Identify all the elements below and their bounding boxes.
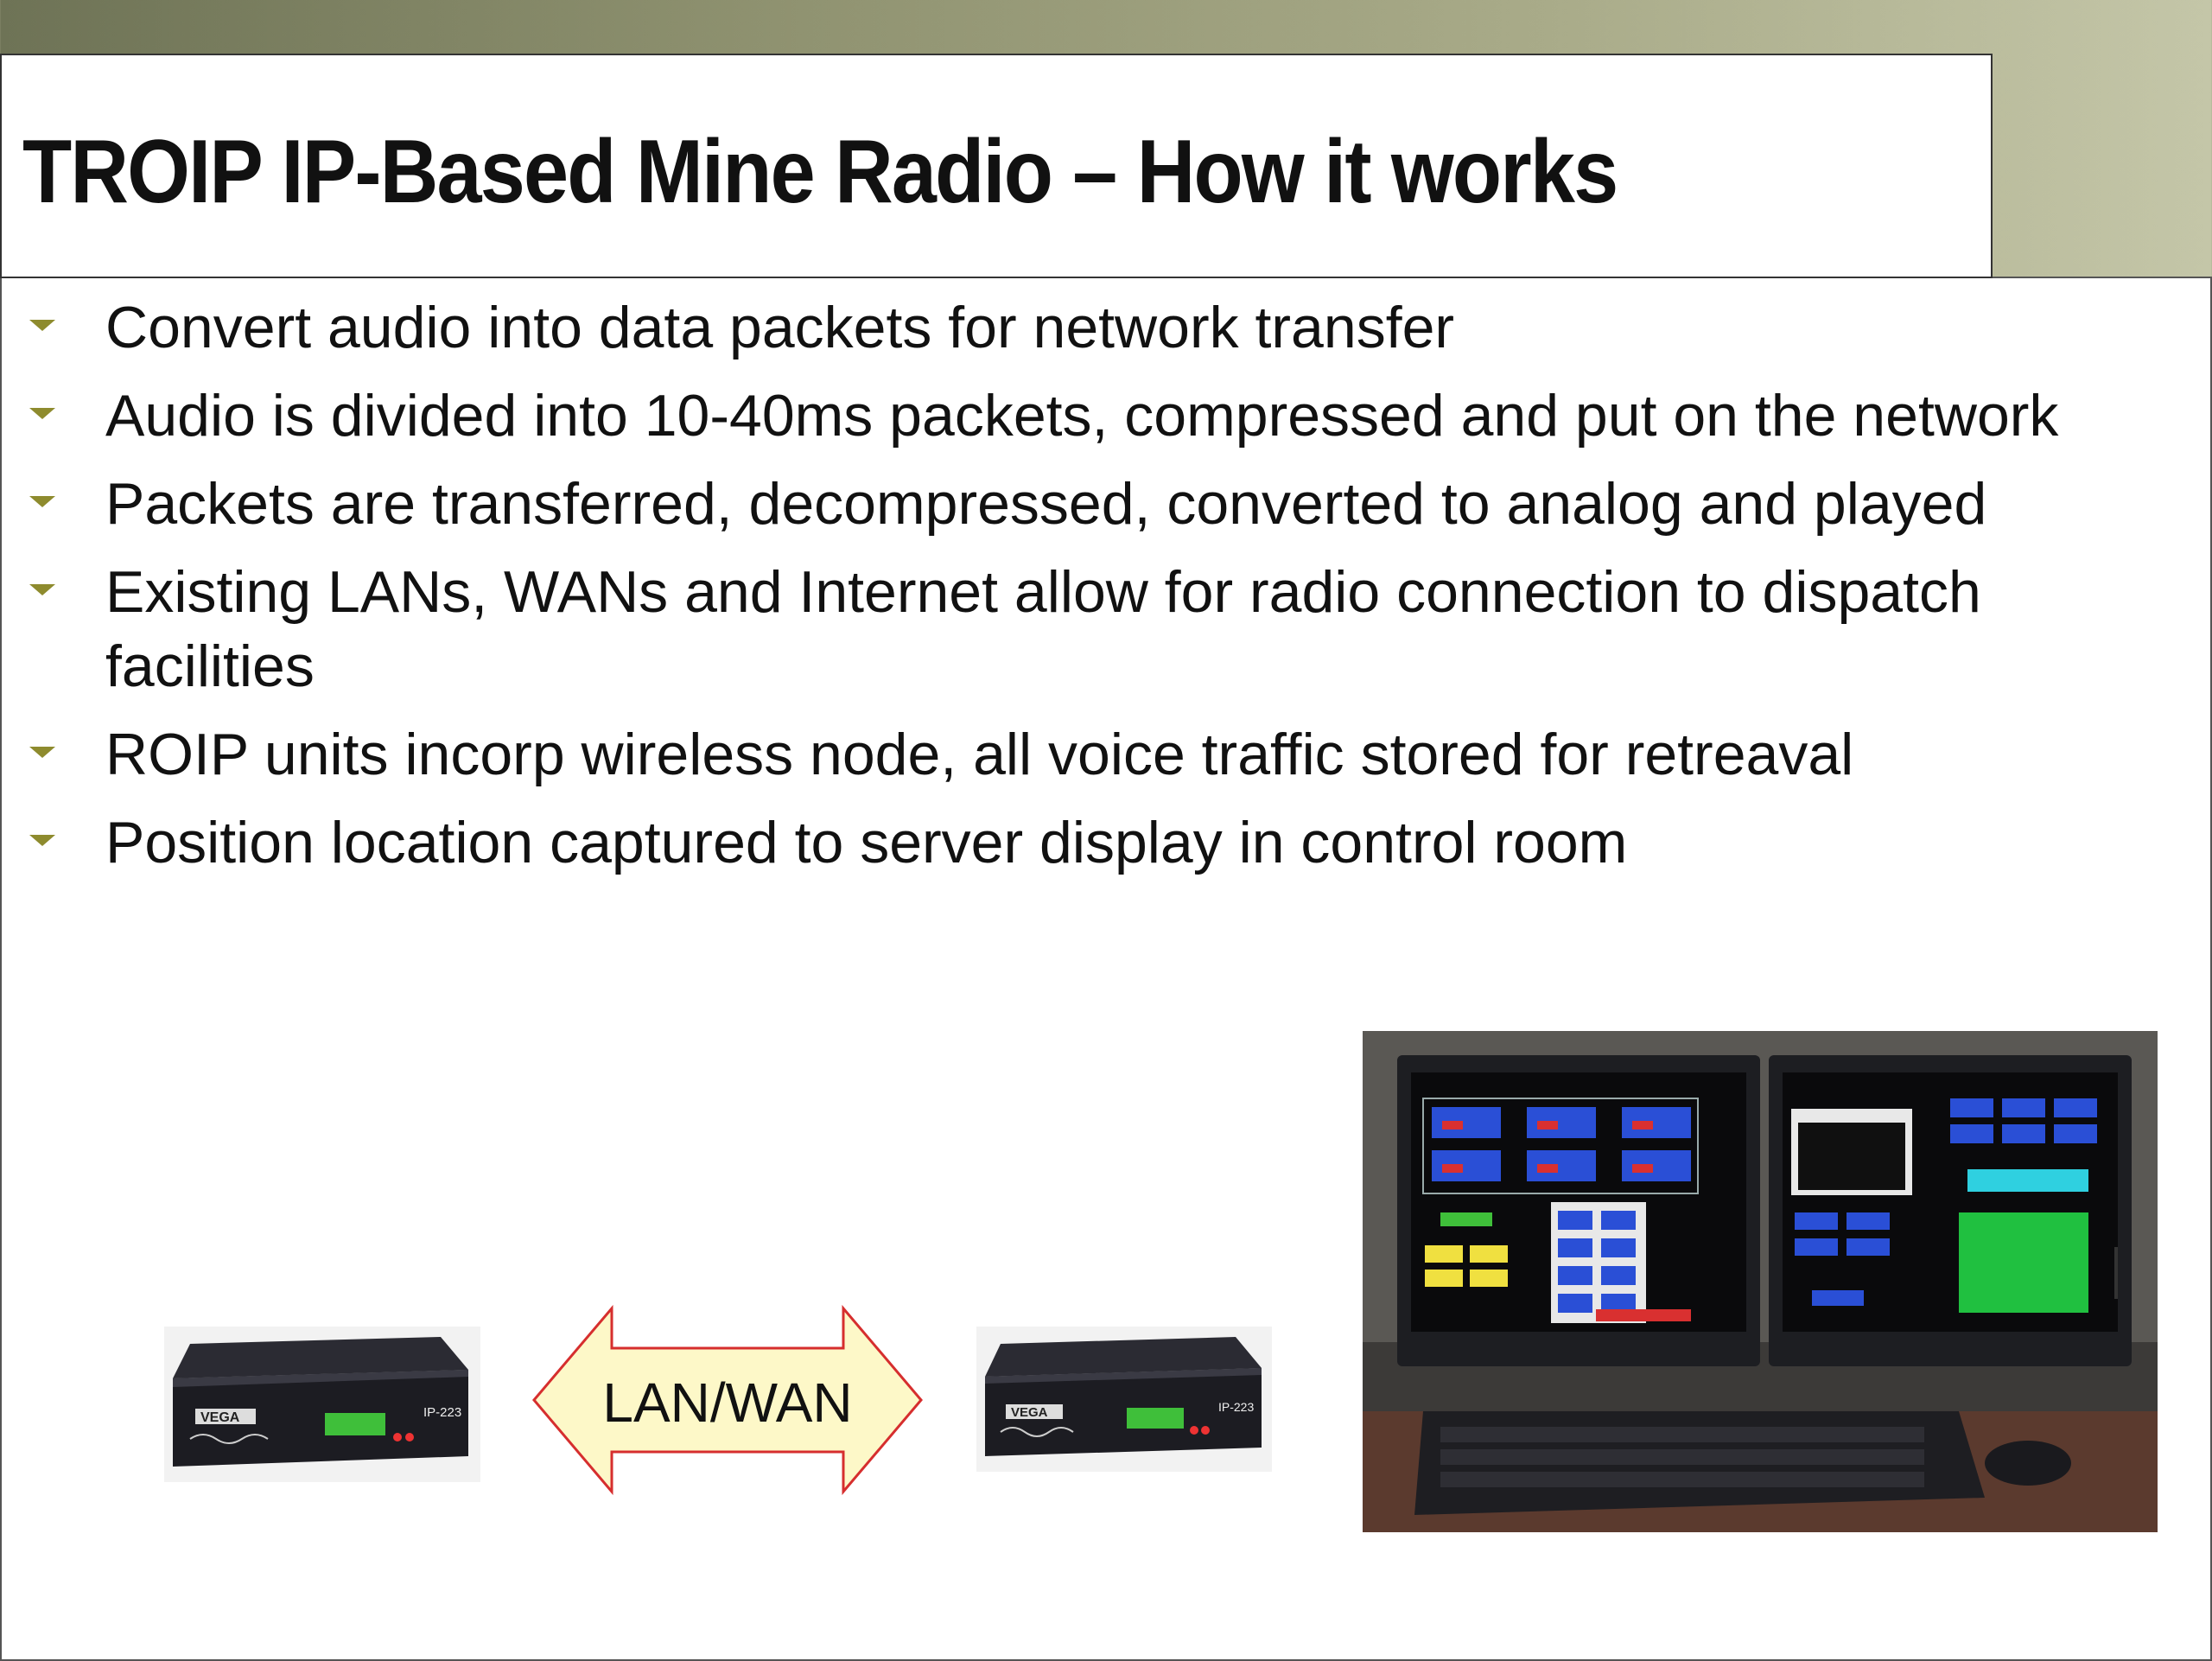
- bullet-text: Audio is divided into 10-40ms packets, c…: [105, 383, 2059, 449]
- radio-device-image: VEGA IP-223: [976, 1327, 1272, 1472]
- bullet-item: ROIP units incorp wireless node, all voi…: [0, 717, 2162, 792]
- slide-title: TROIP IP-Based Mine Radio – How it works: [22, 122, 1618, 222]
- triangle-down-icon: [29, 408, 55, 419]
- radio-device-right: VEGA IP-223: [976, 1327, 1272, 1472]
- bullet-item: Position location captured to server dis…: [0, 805, 2162, 880]
- bullet-text: ROIP units incorp wireless node, all voi…: [105, 722, 1854, 787]
- control-room-photo: [1363, 1031, 2158, 1532]
- radio-device-image: VEGA IP-223: [164, 1327, 480, 1482]
- device-brand: VEGA: [200, 1410, 240, 1425]
- bullet-list: Convert audio into data packets for netw…: [0, 290, 2162, 894]
- triangle-down-icon: [29, 320, 55, 331]
- triangle-down-icon: [29, 584, 55, 595]
- bullet-text: Packets are transferred, decompressed, c…: [105, 471, 1987, 537]
- bullet-item: Convert audio into data packets for netw…: [0, 290, 2162, 365]
- control-room-monitors-image: [1363, 1031, 2158, 1532]
- lan-wan-label: LAN/WAN: [602, 1371, 853, 1434]
- bullet-item: Existing LANs, WANs and Internet allow f…: [0, 555, 2162, 703]
- double-arrow-icon: [532, 1304, 923, 1496]
- device-model: IP-223: [423, 1405, 461, 1420]
- triangle-down-icon: [29, 747, 55, 758]
- triangle-down-icon: [29, 835, 55, 846]
- bullet-item: Audio is divided into 10-40ms packets, c…: [0, 379, 2162, 453]
- device-model: IP-223: [1218, 1400, 1254, 1414]
- bullet-text: Position location captured to server dis…: [105, 810, 1628, 875]
- radio-device-left: VEGA IP-223: [164, 1327, 480, 1482]
- bullet-text: Convert audio into data packets for netw…: [105, 295, 1455, 360]
- bullet-text: Existing LANs, WANs and Internet allow f…: [105, 559, 1981, 699]
- device-brand: VEGA: [1011, 1405, 1048, 1420]
- bullet-item: Packets are transferred, decompressed, c…: [0, 467, 2162, 541]
- title-box: TROIP IP-Based Mine Radio – How it works: [0, 54, 1993, 278]
- triangle-down-icon: [29, 496, 55, 507]
- lan-wan-arrow: LAN/WAN: [532, 1304, 923, 1496]
